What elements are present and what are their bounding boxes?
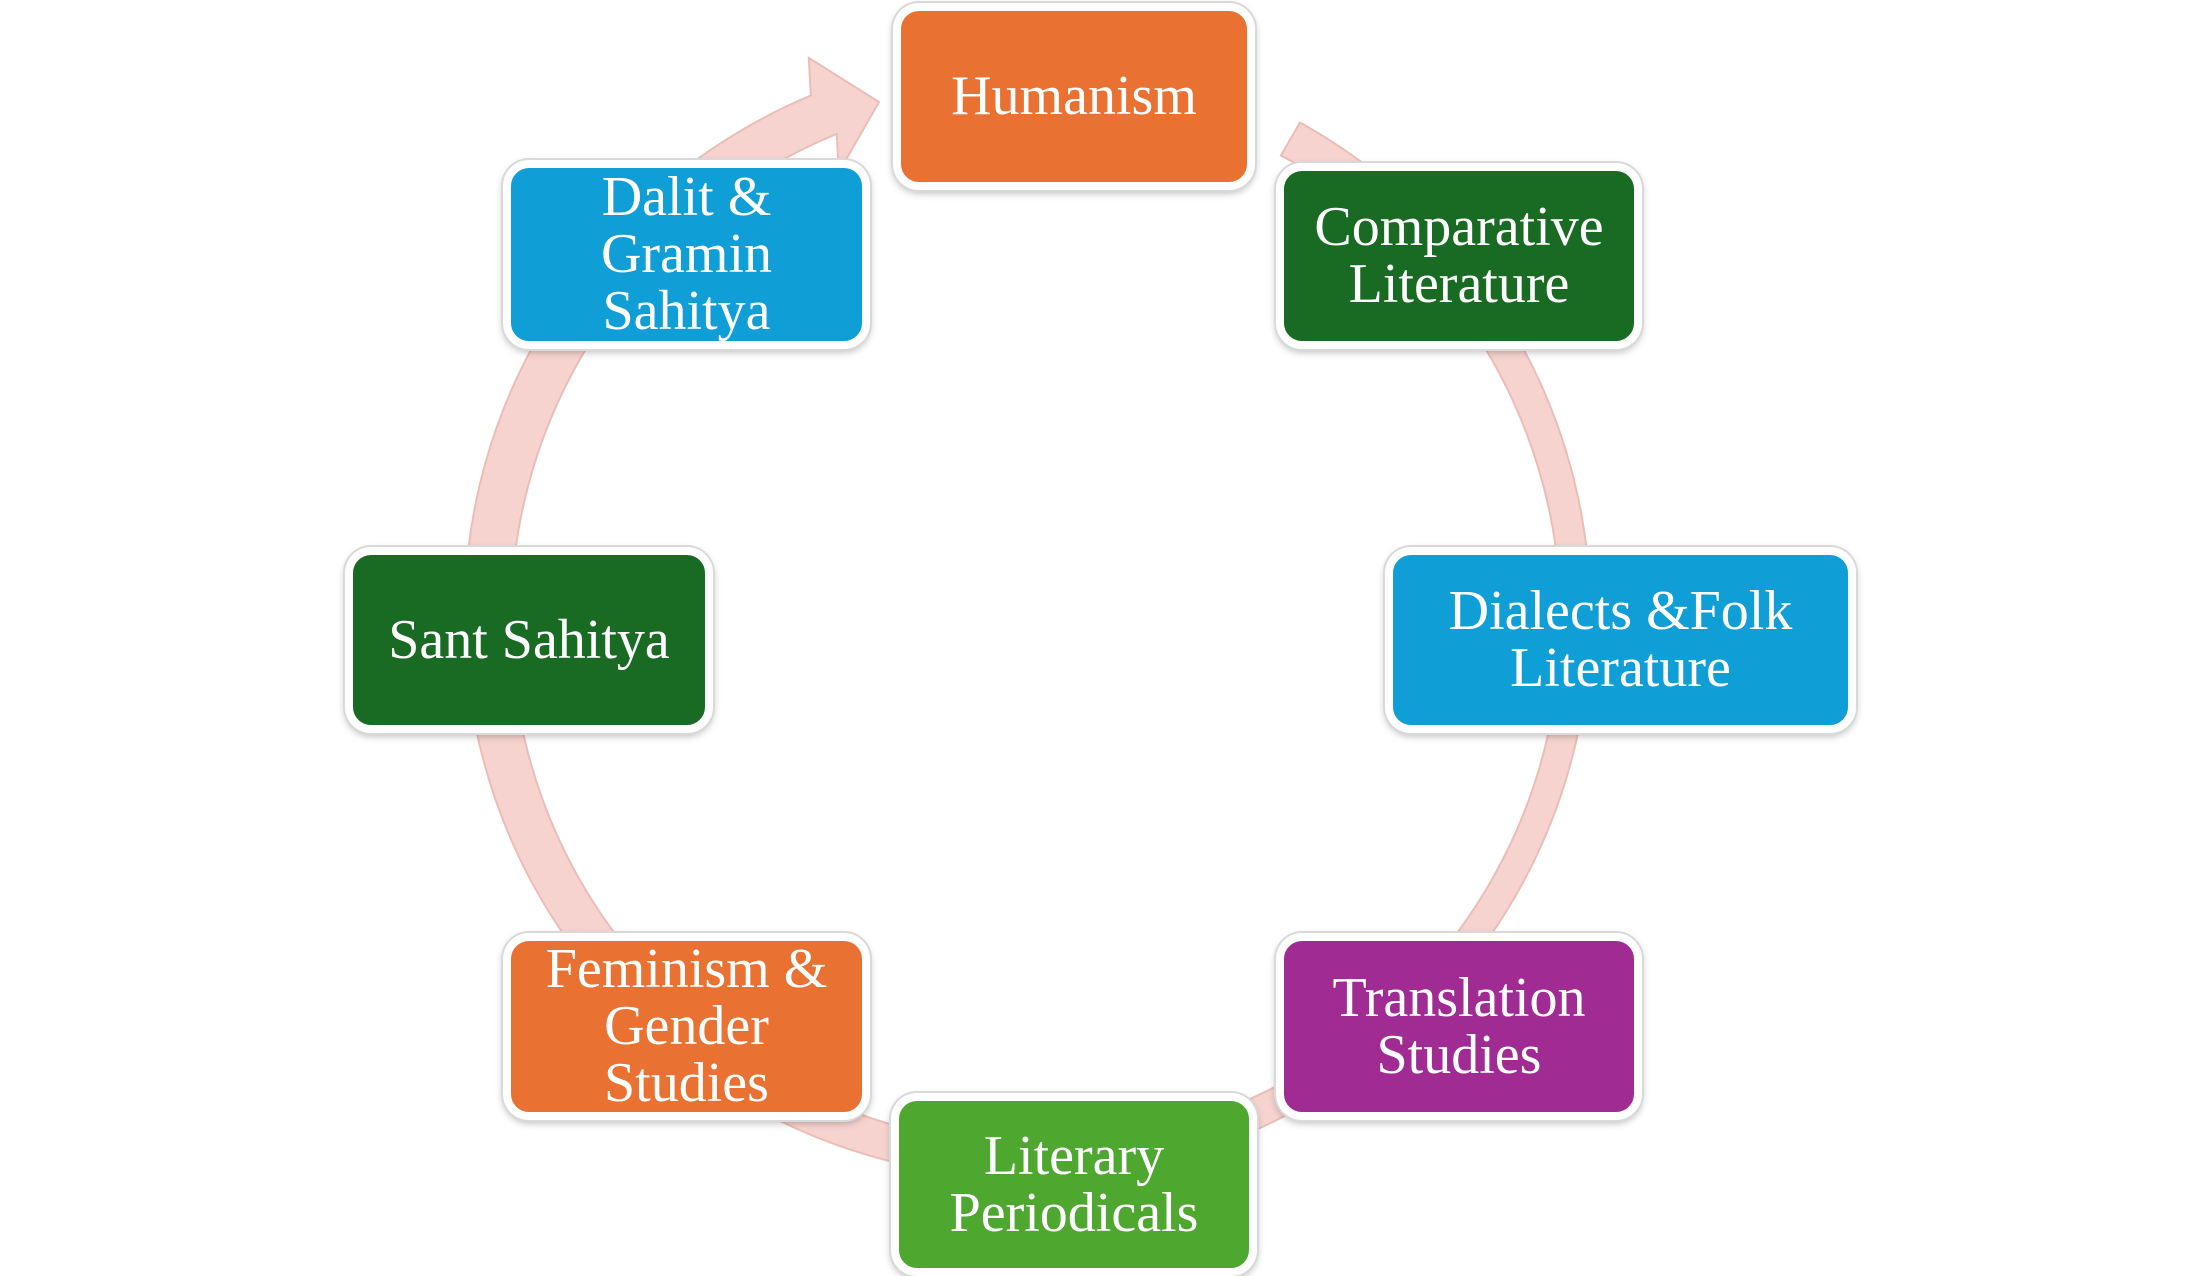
- node-literary-periodicals: Literary Periodicals: [891, 1093, 1257, 1276]
- node-feminism-line-1: Feminism &: [545, 938, 828, 1000]
- node-translation-line-2: Studies: [1376, 1023, 1542, 1086]
- node-humanism: Humanism: [893, 3, 1255, 190]
- node-dalit-gramin-sahitya-label: Dalit & Gramin Sahitya: [601, 169, 772, 340]
- node-dialects-line-1: Dialects &Folk: [1448, 580, 1793, 642]
- node-comparative-line-1: Comparative: [1314, 196, 1604, 258]
- node-translation-line-1: Translation: [1332, 966, 1586, 1029]
- node-dalit-line-2: Gramin: [600, 223, 773, 285]
- node-dalit-line-1: Dalit &: [601, 166, 772, 228]
- node-comparative-literature: Comparative Literature: [1276, 163, 1642, 349]
- node-dialects-line-2: Literature: [1510, 637, 1731, 699]
- node-sant-line-1: Sant Sahitya: [388, 608, 670, 671]
- node-dalit-gramin-sahitya: Dalit & Gramin Sahitya: [503, 160, 870, 349]
- node-periodicals-line-2: Periodicals: [949, 1181, 1199, 1244]
- node-feminism-gender-studies-label: Feminism & Gender Studies: [546, 941, 828, 1112]
- node-sant-sahitya-label: Sant Sahitya: [388, 608, 670, 671]
- node-feminism-line-3: Studies: [604, 1052, 769, 1114]
- node-dialects-folk-literature-label: Dialects &Folk Literature: [1449, 583, 1793, 697]
- node-dialects-folk-literature: Dialects &Folk Literature: [1385, 547, 1856, 733]
- node-humanism-label: Humanism: [951, 68, 1197, 125]
- node-feminism-gender-studies: Feminism & Gender Studies: [503, 933, 870, 1120]
- node-feminism-line-2: Gender: [604, 995, 769, 1057]
- node-humanism-line-1: Humanism: [951, 65, 1197, 127]
- node-translation-studies-label: Translation Studies: [1332, 966, 1586, 1086]
- node-literary-periodicals-label: Literary Periodicals: [949, 1124, 1199, 1244]
- node-comparative-literature-label: Comparative Literature: [1314, 199, 1603, 313]
- node-periodicals-line-1: Literary: [983, 1124, 1165, 1187]
- node-translation-studies: Translation Studies: [1276, 933, 1642, 1120]
- node-dalit-line-3: Sahitya: [602, 280, 771, 342]
- node-comparative-line-2: Literature: [1348, 253, 1570, 315]
- node-sant-sahitya: Sant Sahitya: [345, 547, 713, 733]
